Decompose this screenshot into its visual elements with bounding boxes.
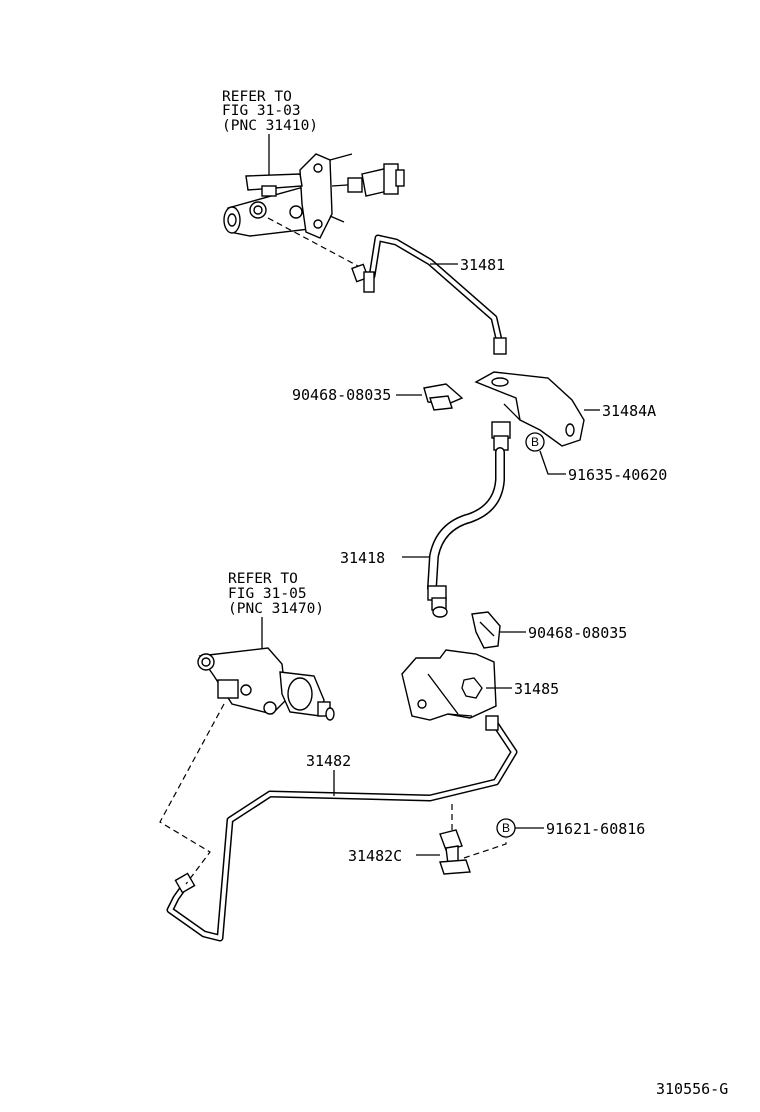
figure-code: 310556-G <box>656 1080 728 1098</box>
ref-line-2: FIG 31-03 <box>222 103 301 119</box>
bracket-31485-icon <box>401 649 497 721</box>
part-number-31485: 31485 <box>514 680 559 698</box>
ref-line-1: REFER TO <box>228 571 298 587</box>
clip-lower-icon <box>471 611 501 649</box>
part-number-bolt-upper: 91635-40620 <box>568 466 667 484</box>
bolt-marker-lower: B <box>502 821 510 835</box>
ref-line-3: (PNC 31410) <box>222 118 318 134</box>
tube-31482-icon <box>166 715 518 942</box>
part-number-31482c: 31482C <box>348 847 402 865</box>
part-number-31481: 31481 <box>460 256 505 274</box>
tube-31481-icon <box>351 234 507 355</box>
flexible-hose-31418-icon <box>427 421 511 618</box>
part-number-bolt-lower: 91621-60816 <box>546 820 645 838</box>
part-number-clip-upper: 90468-08035 <box>292 386 391 404</box>
part-number-31418: 31418 <box>340 549 385 567</box>
reference-release-cylinder: REFER TO FIG 31-05 (PNC 31470) <box>228 571 324 666</box>
part-number-31482: 31482 <box>306 752 351 770</box>
ref-line-2: FIG 31-05 <box>228 586 307 602</box>
release-cylinder-icon <box>197 647 335 721</box>
bolt-marker-lower-icon: B <box>496 818 516 838</box>
reference-master-cylinder: REFER TO FIG 31-03 (PNC 31410) <box>222 89 318 176</box>
clutch-master-cylinder-icon <box>223 153 405 239</box>
ref-line-1: REFER TO <box>222 89 292 105</box>
part-number-31484a: 31484A <box>602 402 656 420</box>
ref-line-3: (PNC 31470) <box>228 601 324 617</box>
clamp-31482c-icon <box>439 829 471 875</box>
bracket-31484a-icon <box>474 371 585 447</box>
bolt-marker-upper-icon: B <box>525 432 545 452</box>
clip-upper-icon <box>423 383 464 411</box>
bolt-marker-upper: B <box>531 435 539 449</box>
part-number-clip-lower: 90468-08035 <box>528 624 627 642</box>
